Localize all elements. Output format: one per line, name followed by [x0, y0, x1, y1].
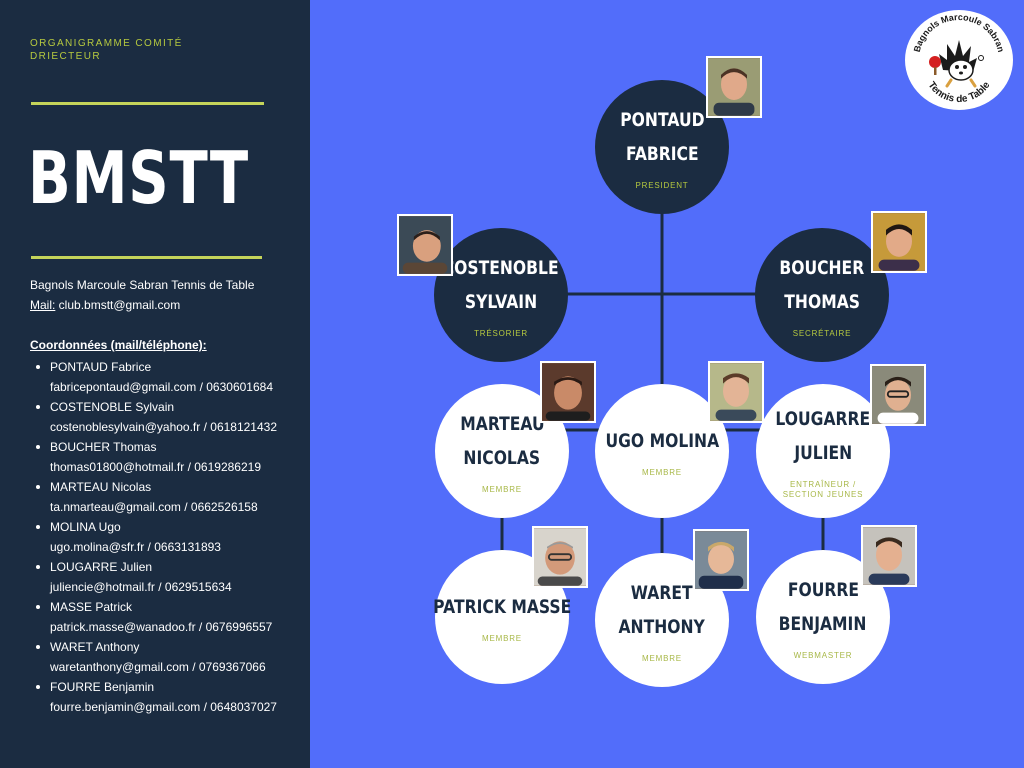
contact-item: BOUCHER Thomas thomas01800@hotmail.fr / 0…: [30, 437, 302, 477]
contact-name: MOLINA Ugo: [30, 517, 302, 537]
node-role: MEMBRE: [642, 654, 682, 663]
contact-item: PONTAUD Fabrice fabricepontaud@gmail.com …: [30, 357, 302, 397]
contact-name: MASSE Patrick: [30, 597, 302, 617]
node-name-line2: NICOLAS: [463, 447, 541, 469]
photo-masse: [532, 526, 588, 588]
contacts-list: PONTAUD Fabrice fabricepontaud@gmail.com …: [30, 357, 302, 717]
node-role: ENTRAÎNEUR / SECTION JEUNES: [782, 480, 864, 499]
mail-label: Mail:: [30, 298, 56, 312]
bottom-divider: [31, 256, 262, 259]
contact-item: MASSE Patrick patrick.masse@wanadoo.fr / …: [30, 597, 302, 637]
contact-name: LOUGARRE Julien: [30, 557, 302, 577]
hedgehog-icon: [929, 40, 984, 88]
photo-fourre: [861, 525, 917, 587]
contact-item: FOURRE Benjamin fourre.benjamin@gmail.com…: [30, 677, 302, 717]
contact-item: MARTEAU Nicolas ta.nmarteau@gmail.com / 0…: [30, 477, 302, 517]
contact-name: FOURRE Benjamin: [30, 677, 302, 697]
contact-detail[interactable]: costenoblesylvain@yahoo.fr / 0618121432: [50, 420, 278, 434]
photo-marteau: [540, 361, 596, 423]
portrait-icon: [863, 527, 915, 585]
org-node-molina: UGO MOLINA MEMBRE: [595, 384, 729, 518]
node-name-line1: FOURRE: [787, 579, 859, 601]
photo-boucher: [871, 211, 927, 273]
contact-detail[interactable]: thomas01800@hotmail.fr / 0619286219: [50, 460, 261, 474]
contact-detail[interactable]: patrick.masse@wanadoo.fr / 0676996557: [50, 620, 273, 634]
top-divider: [31, 102, 264, 105]
portrait-icon: [872, 366, 924, 424]
contact-name: PONTAUD Fabrice: [30, 357, 302, 377]
node-name-line1: WARET: [631, 582, 693, 604]
node-name-line1: UGO MOLINA: [605, 430, 719, 452]
node-role: SECRÉTAIRE: [792, 329, 852, 338]
contact-item: MOLINA Ugo ugo.molina@sfr.fr / 0663131893: [30, 517, 302, 557]
node-role: WEBMASTER: [793, 651, 853, 660]
org-node-marteau: MARTEAU NICOLAS MEMBRE: [435, 384, 569, 518]
org-node-boucher: BOUCHER THOMAS SECRÉTAIRE: [755, 228, 889, 362]
photo-waret: [693, 529, 749, 591]
photo-costenoble: [397, 214, 453, 276]
node-name-line1: MARTEAU: [459, 413, 545, 435]
node-role: MEMBRE: [642, 468, 682, 477]
portrait-icon: [534, 528, 586, 586]
node-name-line2: SYLVAIN: [464, 291, 538, 313]
contact-detail[interactable]: ta.nmarteau@gmail.com / 0662526158: [50, 500, 258, 514]
node-name-line1: PONTAUD: [619, 109, 705, 131]
node-name-line1: LOUGARRE: [775, 408, 871, 430]
svg-text:Tennis de Table: Tennis de Table: [926, 80, 993, 105]
org-chart-kicker: ORGANIGRAMME COMITÉ DRIECTEUR: [30, 38, 183, 62]
photo-molina: [708, 361, 764, 423]
org-node-costenoble: COSTENOBLE SYLVAIN TRÉSORIER: [434, 228, 568, 362]
portrait-icon: [542, 363, 594, 421]
portrait-icon: [873, 213, 925, 271]
contacts-heading: Coordonnées (mail/téléphone):: [30, 338, 207, 352]
contact-detail[interactable]: ugo.molina@sfr.fr / 0663131893: [50, 540, 221, 554]
portrait-icon: [708, 58, 760, 116]
contact-name: COSTENOBLE Sylvain: [30, 397, 302, 417]
node-name-line1: COSTENOBLE: [443, 257, 559, 279]
photo-lougarre: [870, 364, 926, 426]
node-name-line2: BENJAMIN: [779, 613, 867, 635]
sidebar-panel: ORGANIGRAMME COMITÉ DRIECTEUR BMSTT Bagn…: [0, 0, 310, 768]
org-node-lougarre: LOUGARRE JULIEN ENTRAÎNEUR / SECTION JEU…: [756, 384, 890, 518]
node-name-line1: PATRICK MASSE: [432, 596, 572, 618]
node-role: TRÉSORIER: [474, 329, 528, 338]
portrait-icon: [710, 363, 762, 421]
club-logo: Bagnols Marcoule Sabran Tennis de Table: [905, 10, 1013, 110]
contact-detail[interactable]: fabricepontaud@gmail.com / 0630601684: [50, 380, 273, 394]
photo-pontaud: [706, 56, 762, 118]
node-name-line2: FABRICE: [625, 143, 699, 165]
contact-item: WARET Anthony waretanthony@gmail.com / 07…: [30, 637, 302, 677]
node-role: MEMBRE: [482, 485, 522, 494]
portrait-icon: [399, 216, 451, 274]
node-role: PRESIDENT: [635, 181, 689, 190]
contact-item: LOUGARRE Julien juliencie@hotmail.fr / 06…: [30, 557, 302, 597]
contact-name: BOUCHER Thomas: [30, 437, 302, 457]
contact-name: MARTEAU Nicolas: [30, 477, 302, 497]
contact-detail[interactable]: fourre.benjamin@gmail.com / 0648037027: [50, 700, 277, 714]
contact-detail[interactable]: waretanthony@gmail.com / 0769367066: [50, 660, 266, 674]
contact-name: WARET Anthony: [30, 637, 302, 657]
mail-link[interactable]: club.bmstt@gmail.com: [55, 298, 181, 312]
contact-item: COSTENOBLE Sylvain costenoblesylvain@yaho…: [30, 397, 302, 437]
node-name-line2: JULIEN: [794, 442, 852, 464]
club-mail-row: Mail: club.bmstt@gmail.com: [30, 297, 180, 313]
node-name-line1: BOUCHER: [779, 257, 865, 279]
logo-text-bottom: Tennis de Table: [926, 80, 993, 105]
contact-detail[interactable]: juliencie@hotmail.fr / 0629515634: [50, 580, 232, 594]
club-full-name: Bagnols Marcoule Sabran Tennis de Table: [30, 278, 255, 292]
hedgehog-ping-pong-mascot-icon: Bagnols Marcoule Sabran Tennis de Table: [912, 12, 1006, 105]
node-name-line2: ANTHONY: [618, 616, 706, 638]
node-name-line2: THOMAS: [784, 291, 860, 313]
club-brand-title: BMSTT: [28, 136, 249, 220]
portrait-icon: [695, 531, 747, 589]
node-role: MEMBRE: [482, 634, 522, 643]
org-node-waret: WARET ANTHONY MEMBRE: [595, 553, 729, 687]
